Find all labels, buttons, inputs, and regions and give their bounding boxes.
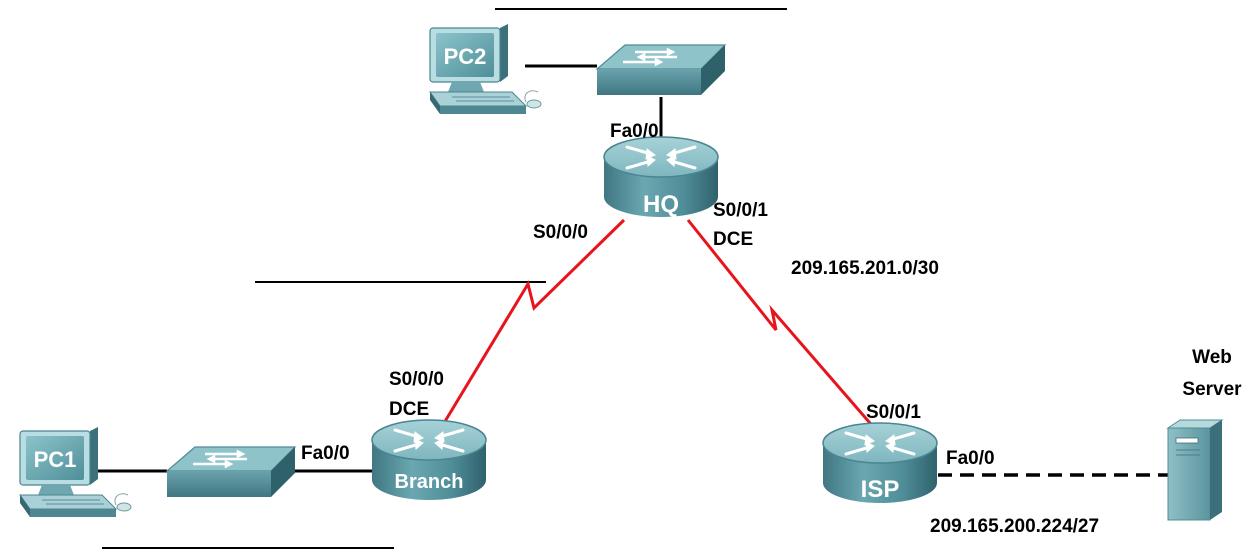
hq-router-label: HQ (643, 191, 679, 218)
branch-s000-dce-label: DCE (389, 399, 429, 420)
isp-fa00-label: Fa0/0 (946, 448, 995, 469)
branch-router-label: Branch (395, 471, 464, 493)
hq-s000-label: S0/0/0 (533, 222, 588, 243)
web-server-icon[interactable] (1167, 419, 1223, 521)
switch-hq-icon[interactable] (595, 43, 727, 97)
web-server-label-line1: Web (1192, 347, 1232, 368)
router-hq-icon[interactable]: HQ (602, 135, 720, 219)
web-server-label-line2: Server (1182, 379, 1242, 400)
serial-link-hq-isp (686, 219, 878, 431)
hq-fa00-label: Fa0/0 (610, 121, 659, 142)
branch-s000-label: S0/0/0 (389, 369, 444, 390)
pc1-label: PC1 (34, 447, 77, 472)
pc2-icon[interactable]: PC2 (429, 23, 542, 115)
serial-link-hq-branch (439, 218, 626, 429)
branch-fa00-label: Fa0/0 (301, 443, 350, 464)
isp-s001-label: S0/0/1 (866, 402, 921, 423)
hq-s001-label: S0/0/1 (713, 200, 768, 221)
network-hq-isp-label: 209.165.201.0/30 (791, 258, 939, 279)
isp-router-label: ISP (861, 476, 900, 503)
router-isp-icon[interactable]: ISP (821, 421, 939, 505)
switch-branch-icon[interactable] (165, 445, 297, 499)
pc1-icon[interactable]: PC1 (19, 426, 132, 518)
router-branch-icon[interactable]: Branch (370, 418, 488, 502)
pc2-label: PC2 (444, 44, 487, 69)
network-web-lan-label: 209.165.200.224/27 (930, 516, 1099, 537)
hq-s001-dce-label: DCE (713, 229, 753, 250)
